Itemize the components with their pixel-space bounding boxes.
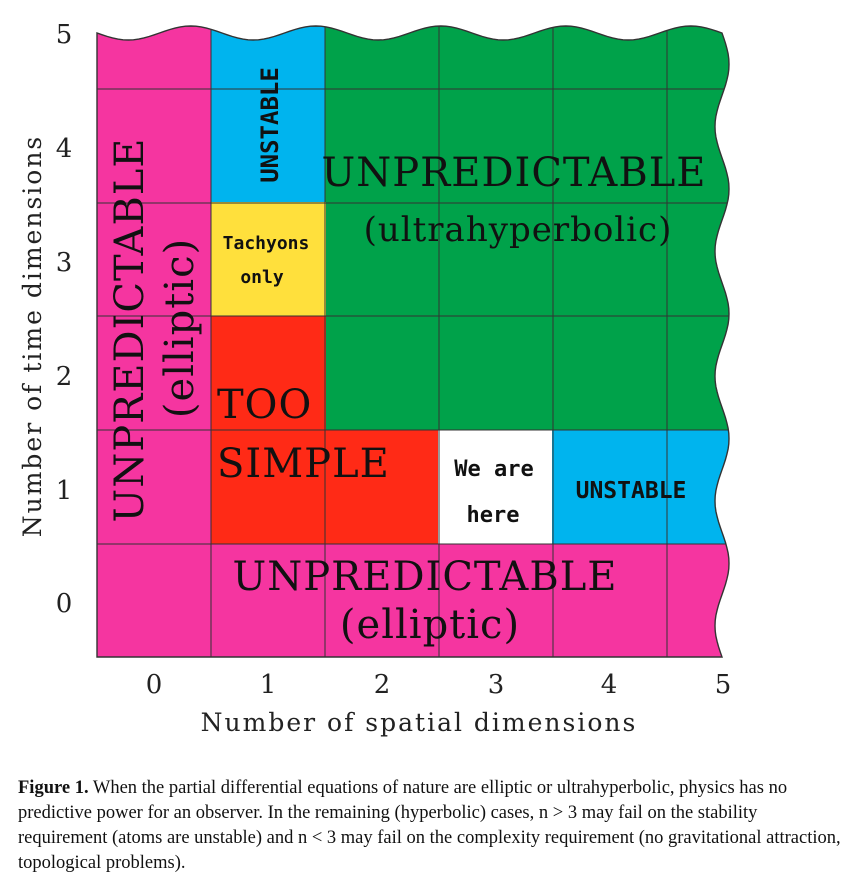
label-elliptic-bottom-line2: (elliptic) [340, 602, 520, 648]
grid-lines [97, 26, 729, 657]
label-too-simple-line2: SIMPLE [217, 441, 390, 487]
y-tick-5: 5 [56, 20, 73, 50]
y-tick-3: 3 [56, 248, 73, 278]
y-tick-2: 2 [56, 362, 73, 392]
region-layer [97, 26, 729, 657]
x-tick-3: 3 [488, 670, 505, 700]
x-axis-ticks: 0 1 2 3 4 5 [146, 670, 732, 700]
label-too-simple-line1: TOO [217, 382, 312, 428]
diagram-outline [96, 25, 730, 658]
region-labels: UNPREDICTABLE (elliptic) UNPREDICTABLE (… [107, 67, 707, 648]
x-axis-title: Number of spatial dimensions [201, 708, 638, 737]
label-elliptic-left-line2: (elliptic) [157, 238, 203, 418]
label-elliptic-left-line1: UNPREDICTABLE [107, 138, 153, 523]
region-ultrahyperbolic [325, 26, 729, 431]
dimensions-diagram: 0 1 2 3 4 5 0 1 2 3 4 5 Number of spatia… [18, 20, 732, 737]
y-axis-title: Number of time dimensions [18, 135, 47, 538]
x-tick-0: 0 [146, 670, 163, 700]
region-too-simple-b [325, 430, 439, 544]
caption-label: Figure 1. [18, 778, 89, 798]
label-tachyons-line1: Tachyons [223, 233, 310, 254]
label-ultrahyperbolic-line1: UNPREDICTABLE [322, 150, 707, 196]
label-unstable-right: UNSTABLE [576, 478, 687, 504]
region-elliptic-bottom [97, 543, 729, 657]
figure-caption: Figure 1. When the partial differential … [18, 776, 850, 876]
x-tick-2: 2 [374, 670, 391, 700]
label-unstable-top: UNSTABLE [256, 67, 284, 183]
label-we-are-here-line1: We are [454, 457, 533, 482]
label-we-are-here-line2: here [467, 503, 520, 528]
x-tick-1: 1 [260, 670, 277, 700]
region-unstable-top [211, 26, 326, 203]
y-tick-1: 1 [56, 476, 73, 506]
y-axis-ticks: 0 1 2 3 4 5 [56, 20, 73, 619]
label-elliptic-bottom-line1: UNPREDICTABLE [233, 554, 618, 600]
dimensions-figure: 0 1 2 3 4 5 0 1 2 3 4 5 Number of spatia… [18, 20, 732, 737]
label-tachyons-line2: only [240, 267, 284, 288]
label-ultrahyperbolic-line2: (ultrahyperbolic) [364, 210, 673, 250]
x-tick-5: 5 [715, 670, 732, 700]
x-tick-4: 4 [601, 670, 618, 700]
region-we-are-here [438, 430, 553, 544]
y-tick-4: 4 [56, 134, 73, 164]
region-unstable-right [552, 430, 729, 544]
caption-text: When the partial differential equations … [18, 778, 841, 873]
y-tick-0: 0 [56, 589, 73, 619]
region-tachyons [211, 202, 326, 317]
